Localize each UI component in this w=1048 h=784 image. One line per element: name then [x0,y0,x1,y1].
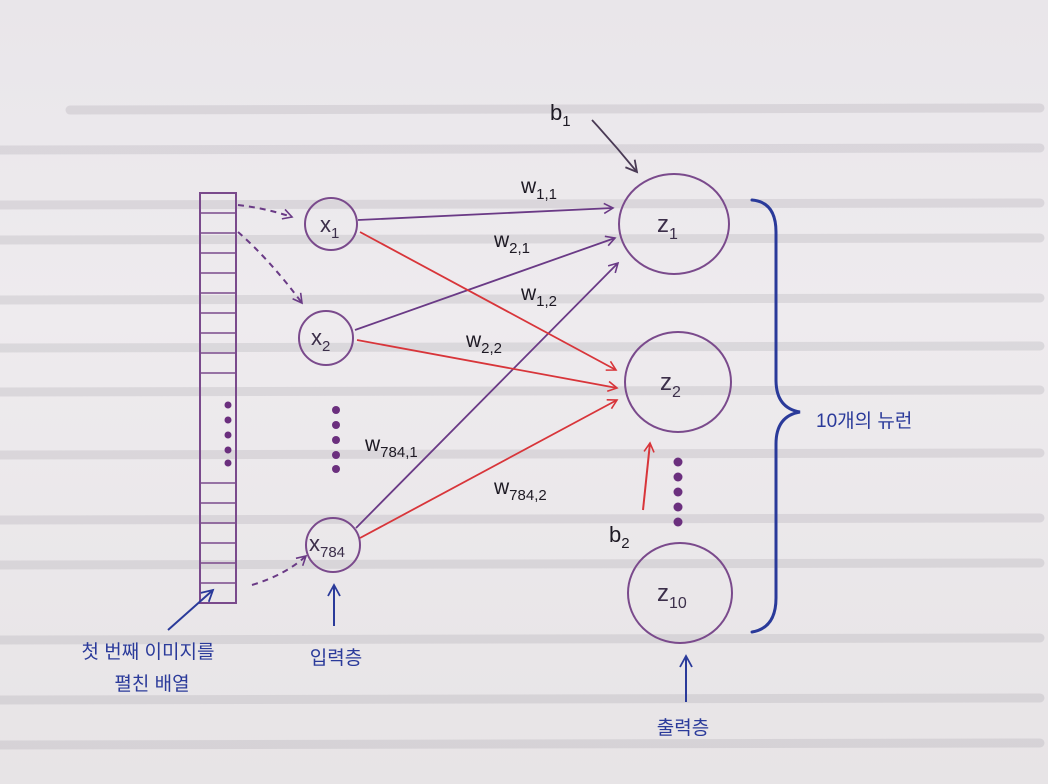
input-layer-label: 입력층 [310,583,362,669]
output-node-z2: z2 [624,331,732,433]
weight-w11: w1,1 [520,175,557,203]
edge-x2-z2 [356,339,619,393]
svg-text:x784: x784 [309,531,345,561]
edge-x1-z1 [357,202,615,221]
svg-text:입력층: 입력층 [310,647,362,669]
svg-text:b2: b2 [609,522,630,552]
weight-w784-1: w784,1 [364,433,418,461]
edge-x784-z2 [359,399,619,539]
array-to-input-arrows [237,204,308,586]
svg-text:출력층: 출력층 [657,717,709,739]
weight-w784-2: w784,2 [493,476,547,504]
output-ellipsis-dots [673,457,683,527]
svg-text:z1: z1 [657,211,678,243]
svg-text:z2: z2 [660,369,681,401]
input-node-x784: x784 [305,517,361,573]
weight-w21: w2,1 [493,229,530,257]
edge-x2-z1 [354,235,617,331]
output-layer-label: 출력층 [657,654,709,739]
array-ellipsis-dots [224,401,232,467]
input-ellipsis-dots [332,406,340,473]
edge-x1-z2 [359,231,618,371]
svg-text:펼친 배열: 펼친 배열 [114,673,189,695]
flattened-image-array [199,192,237,604]
array-label: 첫 번째 이미지를 펼친 배열 [82,588,215,695]
neurons-label: 10개의 뉴런 [816,410,912,432]
output-node-z1: z1 [618,173,730,275]
input-node-x1: x1 [304,197,358,251]
output-node-z10: z10 [627,542,733,644]
bias-b1: b1 [550,100,639,174]
weight-labels: w1,1 w2,1 w1,2 w2,2 w784,1 w784,2 [364,175,557,504]
edge-x784-z1 [355,261,620,529]
weight-w12: w1,2 [520,282,557,310]
bias-b2: b2 [609,441,655,552]
svg-text:x2: x2 [311,325,330,355]
svg-text:x1: x1 [320,212,339,242]
output-curly-brace [750,198,801,634]
edges-to-z1 [354,202,620,529]
weight-w22: w2,2 [465,329,502,357]
background-text-lines [0,103,1045,750]
svg-text:b1: b1 [550,100,571,130]
svg-text:z10: z10 [657,580,687,612]
input-node-x2: x2 [298,310,354,366]
edges-to-z2 [356,231,619,539]
svg-text:첫 번째 이미지를: 첫 번째 이미지를 [82,641,215,663]
